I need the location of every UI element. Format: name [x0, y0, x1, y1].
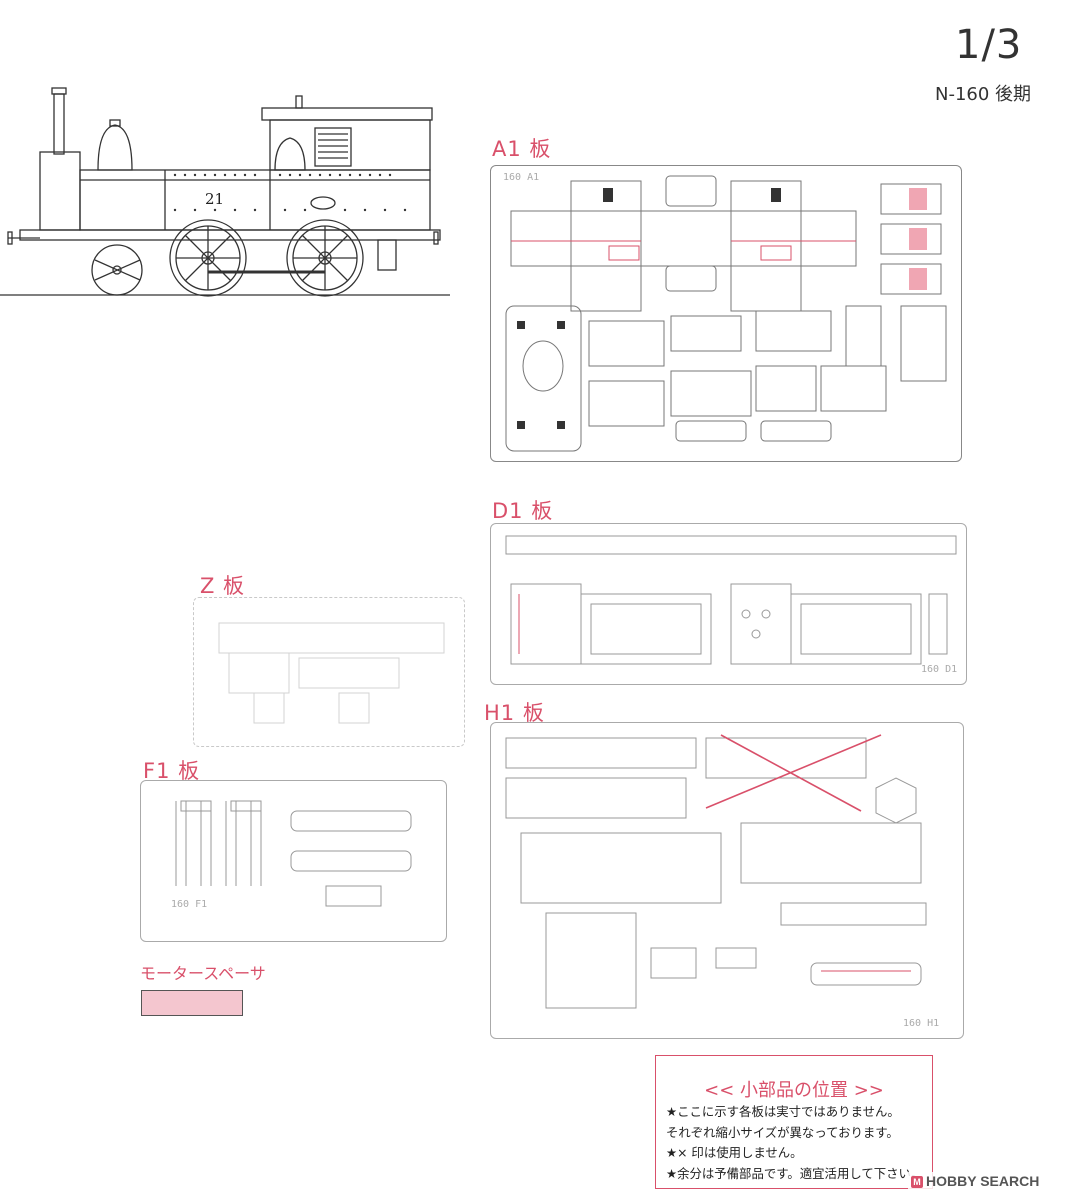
- notes-box: << 小部品の位置 >> ★ここに示す各板は実寸ではありません。 それぞれ縮小サ…: [655, 1055, 933, 1189]
- d1-stamp: 160 D1: [921, 664, 958, 675]
- page-number: 1/3: [955, 22, 1023, 68]
- locomotive-number: 21: [205, 190, 224, 208]
- f1-board-label: F1 板: [143, 759, 201, 783]
- z-board-label: Z 板: [200, 574, 246, 598]
- hobby-search-logo-icon: M: [911, 1176, 923, 1188]
- d1-board-label: D1 板: [492, 499, 554, 523]
- f1-board: 160 F1: [140, 780, 447, 942]
- h1-board: 160 H1: [490, 722, 964, 1039]
- d1-board: 160 D1: [490, 523, 967, 685]
- notes-title: << 小部品の位置 >>: [704, 1080, 884, 1101]
- note-line: ★余分は予備部品です。適宜活用して下さい。: [666, 1165, 924, 1181]
- a1-stamp: 160 A1: [503, 172, 540, 183]
- motor-spacer-label: モータースペーサ: [140, 964, 266, 983]
- note-line: それぞれ縮小サイズが異なっております。: [666, 1124, 899, 1140]
- h1-board-label: H1 板: [484, 701, 545, 725]
- h1-stamp: 160 H1: [903, 1018, 940, 1029]
- a1-board-label: A1 板: [492, 137, 552, 161]
- f1-stamp: 160 F1: [171, 899, 208, 910]
- a1-board: 160 A1: [490, 165, 962, 462]
- watermark-text: HOBBY SEARCH: [926, 1173, 1040, 1189]
- locomotive-drawing: 21: [0, 80, 450, 300]
- notes-lines: ★ここに示す各板は実寸ではありません。 それぞれ縮小サイズが異なっております。 …: [666, 1102, 923, 1184]
- note-line: ★ここに示す各板は実寸ではありません。: [666, 1104, 900, 1119]
- motor-spacer-swatch: [141, 990, 243, 1016]
- z-board: [193, 597, 465, 747]
- note-line: ★× 印は使用しません。: [666, 1145, 803, 1160]
- model-label: N-160 後期: [935, 84, 1032, 105]
